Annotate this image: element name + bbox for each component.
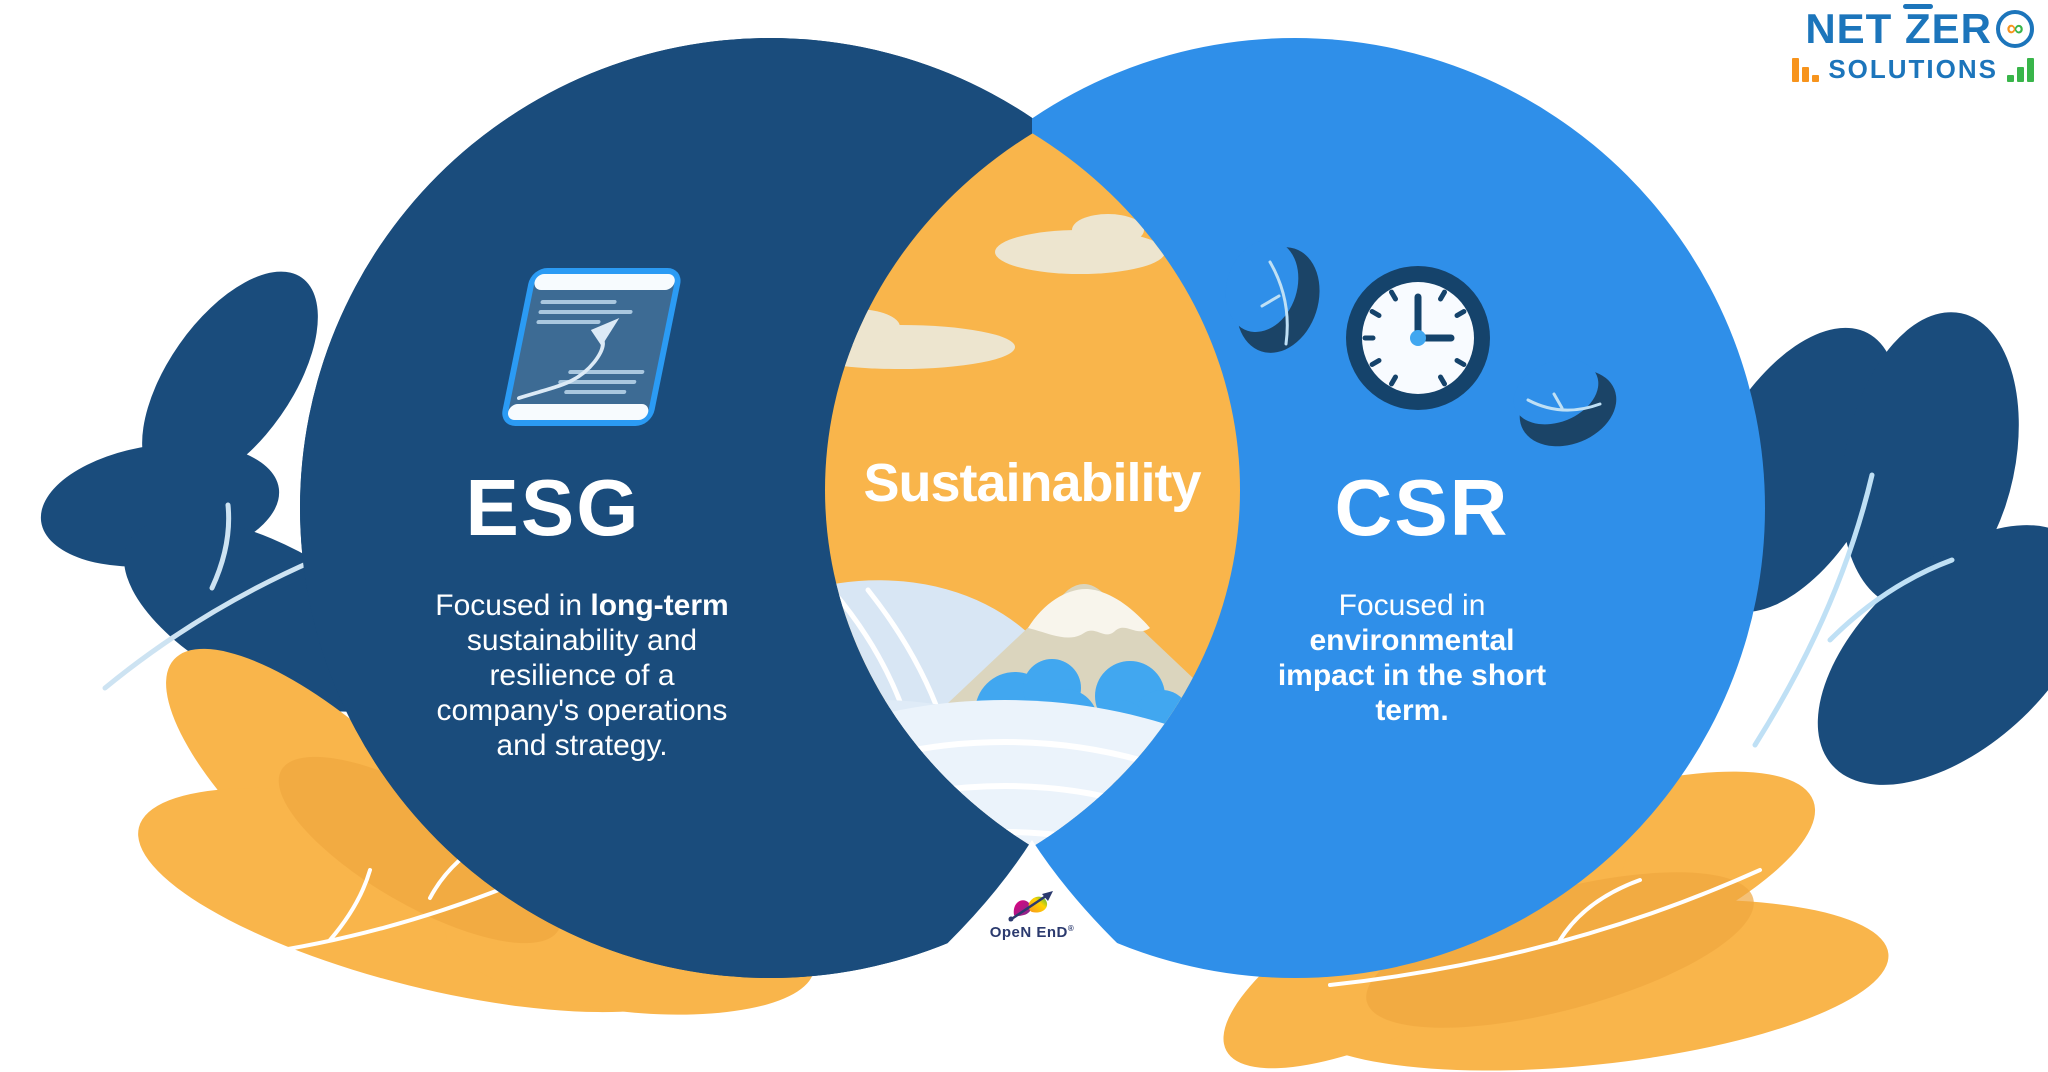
orange-bar-chart-icon	[1792, 58, 1820, 82]
netzero-logo-line2: SOLUTIONS	[1792, 56, 2034, 82]
green-bar-chart-icon	[2007, 58, 2034, 82]
z-overbar	[1903, 4, 1933, 9]
bottom-white-wedge	[860, 840, 1205, 1020]
watermark-wave-icon	[1008, 891, 1053, 922]
clock-icon	[1346, 266, 1490, 410]
netzero-wordmark: NET ZER	[1805, 5, 1992, 52]
strategy-tablet-icon	[502, 268, 681, 426]
esg-description: Focused in long-term sustainability and …	[435, 589, 729, 762]
openend-watermark: OpeN EnD®	[989, 924, 1075, 941]
sustainability-title: Sustainability	[863, 453, 1201, 513]
infinity-circle-icon: ∞	[1996, 10, 2034, 48]
solutions-wordmark: SOLUTIONS	[1828, 54, 1998, 84]
leaf-icon	[1513, 359, 1617, 447]
netzero-logo-line1: NET ZER ∞	[1792, 4, 2034, 52]
esg-title: ESG	[465, 463, 641, 552]
registered-mark: ®	[1067, 924, 1075, 933]
leaf-icon	[1225, 240, 1320, 353]
csr-title: CSR	[1334, 463, 1510, 552]
csr-description: Focused in environmental impact in the s…	[1277, 589, 1547, 727]
netzero-logo: NET ZER ∞ SOLUTIONS	[1792, 4, 2034, 82]
